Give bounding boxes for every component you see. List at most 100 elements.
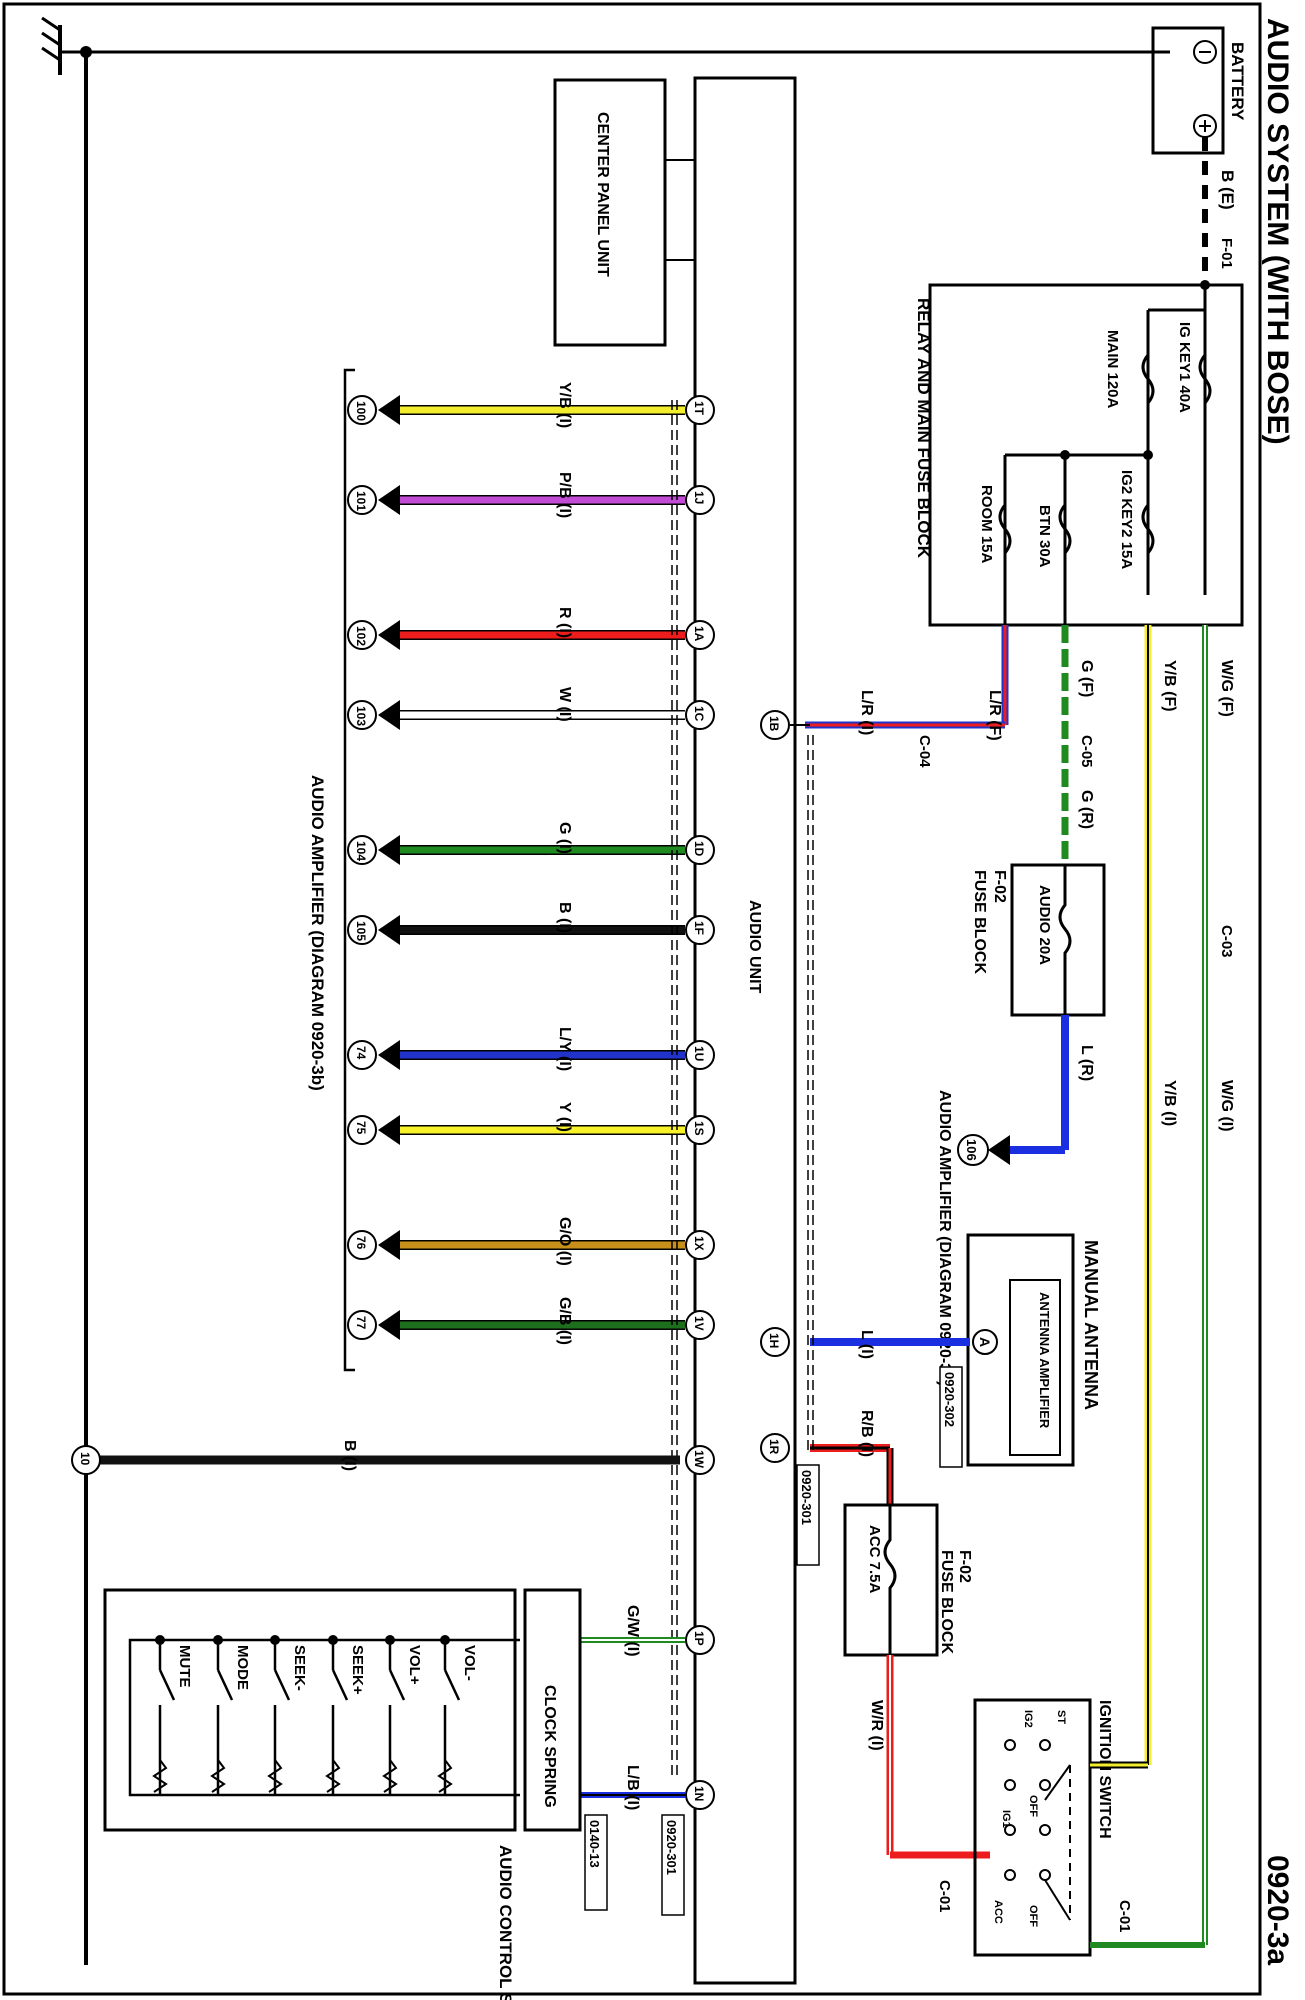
wire-label-1J: P/B (I) <box>556 472 573 518</box>
pin-1A: 1A <box>692 626 706 642</box>
label-yb-f: Y/B (F) <box>1161 660 1178 712</box>
switch-mode-4: MODE <box>210 1635 251 1795</box>
battery-wire-label: B (E) <box>1218 170 1237 210</box>
label-wr-i: W/R (I) <box>868 1700 885 1751</box>
output-1C: 1C 103 W (I) <box>347 687 715 730</box>
label-b-i: B (I) <box>341 1440 358 1471</box>
wire-label-1F: B (I) <box>556 902 573 933</box>
ground-ref-label: 10 <box>78 1452 92 1466</box>
pin-1P: 1P <box>685 1625 715 1655</box>
pin-1W: 1W <box>685 1445 715 1475</box>
connector-c03: C-03 <box>1218 925 1235 958</box>
switch-mute-5: MUTE <box>152 1635 193 1795</box>
dest-75: 75 <box>354 1121 368 1135</box>
fuse-room: ROOM 15A <box>978 485 995 564</box>
svg-text:1N: 1N <box>692 1786 706 1801</box>
pos-st: ST <box>1055 1710 1067 1724</box>
label-yb-i: Y/B (I) <box>1161 1080 1178 1126</box>
connector-c01-right: C-01 <box>1116 1900 1133 1933</box>
dest-105: 105 <box>354 921 368 941</box>
antenna-amp-label: ANTENNA AMPLIFIER <box>1037 1292 1052 1429</box>
battery-negative-icon <box>1193 40 1217 64</box>
dest-103: 103 <box>354 706 368 726</box>
pos-off: OFF <box>1027 1795 1039 1817</box>
switch-label-0: VOL- <box>461 1645 478 1681</box>
label-l-i: L (I) <box>858 1330 875 1359</box>
svg-text:1H: 1H <box>767 1333 781 1348</box>
label-wg-f: W/G (F) <box>1218 660 1235 717</box>
audio-amp-c-label: AUDIO AMPLIFIER (DIAGRAM 0920-3c) <box>936 1090 953 1386</box>
ref-0140-13: 0140-13 <box>587 1820 602 1868</box>
fuse-ig-key2: IG2 KEY2 15A <box>1118 470 1135 569</box>
acc-fuse-block-label: FUSE BLOCK <box>938 1550 955 1654</box>
wire-label-1D: G (I) <box>556 822 573 854</box>
label-gw-i: G/W (I) <box>624 1605 641 1657</box>
dest-100: 100 <box>354 401 368 421</box>
label-rb-i: R/B (I) <box>858 1410 875 1457</box>
wire-label-1X: G/O (I) <box>556 1217 573 1266</box>
pos-off2: OFF <box>1027 1905 1039 1927</box>
pos-ig1: IG1 <box>1000 1810 1012 1828</box>
pin-1R: 1R <box>760 1433 790 1463</box>
manual-antenna-box <box>966 1233 1075 1467</box>
ref-0920-301: 0920-301 <box>799 1470 814 1525</box>
ref-0920-301b: 0920-301 <box>664 1820 679 1875</box>
svg-text:1W: 1W <box>692 1450 706 1469</box>
pin-1B: 1B <box>760 710 790 740</box>
pin-1X: 1X <box>692 1236 706 1251</box>
battery-label: BATTERY <box>1228 42 1247 121</box>
fuse-acc: ACC 7.5A <box>866 1525 883 1594</box>
wire-label-1A: R (I) <box>556 607 573 638</box>
output-1V: 1V 77 G/B (I) <box>347 1297 715 1345</box>
output-1F: 1F 105 B (I) <box>347 902 715 945</box>
output-1J: 1J 101 P/B (I) <box>347 472 715 518</box>
switch-vol-0: VOL- <box>437 1635 478 1795</box>
pin-1D: 1D <box>692 841 706 857</box>
pin-1C: 1C <box>692 706 706 722</box>
antenna-amplifier-box <box>1009 1279 1061 1456</box>
dest-101: 101 <box>354 491 368 511</box>
audio-fuse-block-f02: F-02 <box>991 870 1008 903</box>
audio-unit <box>693 76 797 1985</box>
ignition-switch-box <box>973 1698 1092 1957</box>
wire-label-1T: Y/B (I) <box>556 382 573 428</box>
svg-text:1P: 1P <box>692 1631 706 1646</box>
ground-symbol <box>41 16 86 75</box>
ignition-contacts <box>1004 1739 1071 1921</box>
manual-antenna-label: MANUAL ANTENNA <box>1081 1240 1101 1410</box>
fuse-audio: AUDIO 20A <box>1036 885 1053 965</box>
switch-seek-2: SEEK+ <box>325 1635 366 1795</box>
diagram-id: 0920-3a <box>1261 1855 1294 1965</box>
dest-76: 76 <box>354 1236 368 1250</box>
audio-fuse-box <box>1010 863 1106 1017</box>
switch-label-4: MODE <box>234 1645 251 1690</box>
wire-label-1V: G/B (I) <box>556 1297 573 1345</box>
audio-control-switch-label: AUDIO CONTROL SWITCH <box>496 1845 515 2000</box>
pin-1V: 1V <box>692 1316 706 1331</box>
label-lb-i: L/B (I) <box>624 1765 641 1810</box>
relay-fuse-block <box>928 283 1244 627</box>
label-g-f: G (F) <box>1078 660 1095 697</box>
label-g-r: G (R) <box>1078 790 1095 829</box>
clock-spring-box <box>523 1588 582 1832</box>
audio-unit-label: AUDIO UNIT <box>746 900 763 994</box>
pin-1J: 1J <box>692 491 706 504</box>
audio-amp-b-label: AUDIO AMPLIFIER (DIAGRAM 0920-3b) <box>308 775 327 1091</box>
pin-1F: 1F <box>692 921 706 935</box>
pos-acc: ACC <box>992 1900 1004 1924</box>
label-l-r: L (R) <box>1078 1045 1095 1081</box>
wire-label-1C: W (I) <box>556 687 573 722</box>
output-1A: 1A 102 R (I) <box>347 607 715 650</box>
pin-1H: 1H <box>760 1327 790 1357</box>
dest-77: 77 <box>354 1316 368 1330</box>
fuse-ig-key1: IG KEY1 40A <box>1176 322 1193 413</box>
acc-fuse-block-f02: F-02 <box>956 1550 973 1583</box>
dest-102: 102 <box>354 626 368 646</box>
